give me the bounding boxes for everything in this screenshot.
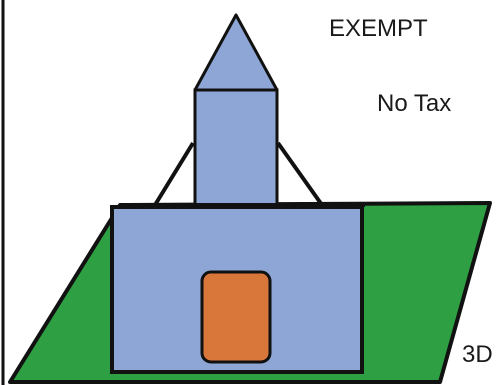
steeple-roof (195, 15, 277, 90)
exempt-label: EXEMPT (329, 17, 428, 41)
corner-label: 3D (462, 343, 493, 367)
left-strut (155, 143, 193, 205)
no-tax-label: No Tax (377, 92, 451, 116)
right-strut (278, 143, 322, 205)
tower-body (195, 90, 277, 205)
door (202, 272, 270, 362)
